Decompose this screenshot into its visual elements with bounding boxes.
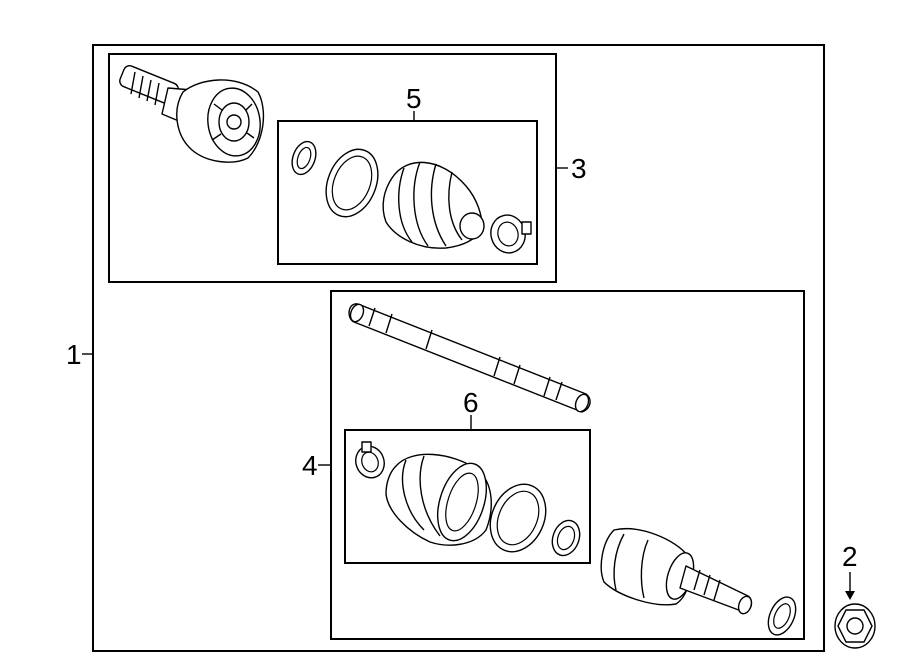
hex-nut-icon [834,603,876,649]
assembly-frame [92,44,825,652]
callout-6[interactable]: 6 [463,387,479,418]
inner-boot-kit-icon [355,441,581,557]
callout-5[interactable]: 5 [406,83,422,114]
inner-cv-joint-icon [600,528,797,636]
callout-4[interactable]: 4 [302,450,318,481]
callout-3[interactable]: 3 [571,153,587,184]
axle-shaft-icon [348,303,591,413]
callout-1[interactable]: 1 [66,339,82,370]
leader-2-arrowhead [845,591,855,600]
inner-boot-kit-box [344,429,591,564]
outer-boot-kit-box [277,120,538,265]
outer-boot-kit-icon [291,140,532,254]
outer-cv-joint-icon [119,65,265,163]
callout-2[interactable]: 2 [842,541,858,572]
